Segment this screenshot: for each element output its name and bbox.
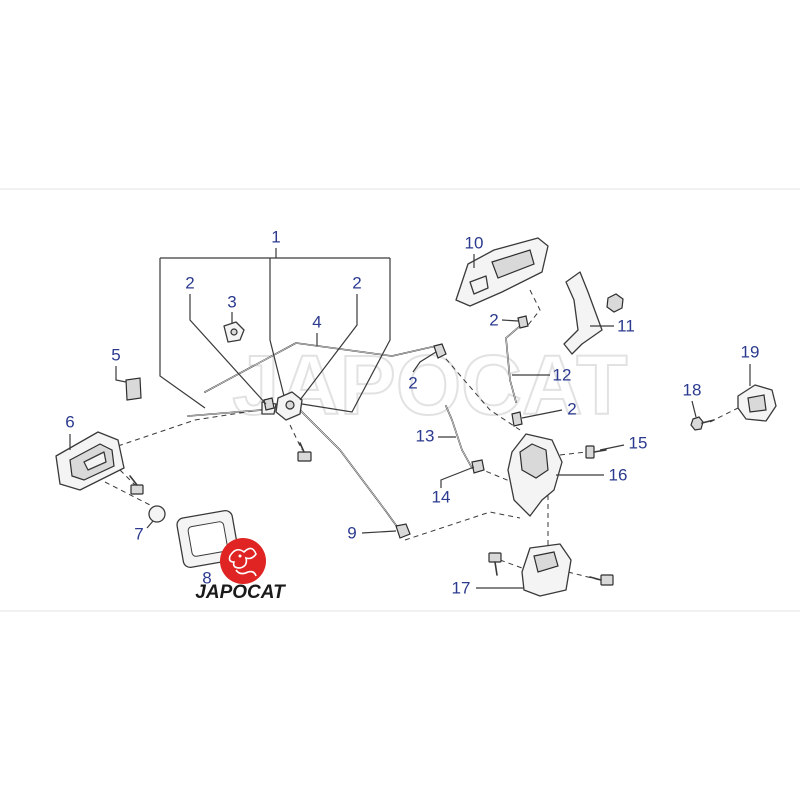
- dashed-line-lock-to-screw15: [559, 451, 587, 456]
- leader-2-right: [299, 294, 358, 401]
- pad-5: [125, 377, 142, 401]
- bezel-8-opening: [187, 521, 229, 557]
- rod-clip-right-upper: [433, 343, 447, 359]
- bracket-11: [563, 271, 603, 355]
- rod-clip-left: [263, 397, 275, 411]
- rod-13-highlight: [445, 405, 473, 469]
- dashed-line-clip-to-lock: [404, 511, 521, 541]
- leader-2-upper-clip: [412, 351, 437, 373]
- callout-15: 15: [629, 433, 648, 452]
- callout-19: 19: [741, 342, 760, 361]
- outer-handle-10-grip: [491, 249, 535, 279]
- bolt-18: [690, 416, 715, 431]
- leader-2-handle: [501, 319, 519, 322]
- clip-3-hole: [230, 328, 238, 336]
- callout-6: 6: [65, 412, 74, 431]
- actuator-17-detail: [533, 551, 559, 573]
- nut-11: [606, 293, 624, 313]
- dashed-line-screw-to-actuator: [499, 559, 523, 569]
- rod-clip-lock: [511, 411, 523, 427]
- striker-19-loop: [747, 394, 767, 413]
- bracket-1-mid: [269, 258, 285, 397]
- callout-16: 16: [609, 465, 628, 484]
- clip-9: [395, 523, 411, 539]
- callout-5: 5: [111, 345, 120, 364]
- callout-18: 18: [683, 380, 702, 399]
- leader-7: [146, 520, 154, 529]
- inner-handle-6-lever: [83, 451, 107, 471]
- callout-14: 14: [432, 487, 451, 506]
- callout-2-left: 2: [185, 273, 194, 292]
- callout-11: 11: [617, 316, 635, 335]
- cap-7: [148, 505, 166, 523]
- logo-text: JAPOCAT: [195, 582, 286, 603]
- screw-actuator-left: [488, 552, 502, 576]
- logo-cat-eye: [238, 554, 242, 558]
- screw-actuator-right: [589, 574, 614, 586]
- leader-14: [440, 466, 475, 488]
- screw-center: [297, 442, 312, 462]
- rod-4-highlight: [204, 342, 437, 393]
- leader-18: [691, 400, 697, 418]
- lever-pivot: [285, 400, 295, 410]
- leader-2-lock: [521, 409, 563, 419]
- leader-9: [361, 530, 397, 534]
- callout-2-upper-clip: 2: [408, 373, 417, 392]
- clip-14: [471, 459, 485, 474]
- rod-to-clip-9-highlight: [294, 404, 399, 529]
- outer-handle-10-lever: [469, 275, 489, 295]
- callout-2-lock: 2: [567, 399, 576, 418]
- dashed-line-handle-to-lock: [527, 289, 541, 326]
- dashed-line-rod-to-lock: [439, 351, 521, 431]
- callout-7: 7: [134, 524, 143, 543]
- callout-10: 10: [465, 233, 484, 252]
- bracket-1-right: [301, 258, 391, 413]
- door-lock-16-plate: [519, 443, 549, 479]
- screw-15: [585, 445, 607, 459]
- callout-1: 1: [271, 227, 280, 246]
- dashed-line-handle-screw: [119, 469, 136, 486]
- callout-2-handle: 2: [489, 310, 498, 329]
- logo-red-disc: [220, 538, 266, 584]
- screw-handle: [129, 475, 144, 495]
- logo-cat-tail: [235, 569, 257, 577]
- rod-12-highlight: [505, 325, 521, 403]
- logo-cat-figure: [228, 547, 257, 569]
- callout-8: 8: [202, 568, 211, 587]
- callout-12: 12: [553, 365, 572, 384]
- bracket-1-left: [159, 258, 206, 409]
- watermark-text: JAPOCAT: [232, 338, 627, 432]
- rod-clip-handle: [517, 315, 529, 329]
- leader-5: [115, 366, 127, 383]
- dashed-line-center-screw: [289, 424, 303, 451]
- dashed-line-handle-to-link: [117, 407, 273, 447]
- callout-4: 4: [312, 312, 321, 331]
- leader-15: [599, 444, 625, 451]
- leader-2-left: [189, 294, 267, 405]
- dashed-line-rod13-to-lock: [477, 467, 513, 483]
- japocat-logo: JAPOCAT: [195, 538, 286, 603]
- callout-13: 13: [416, 426, 435, 445]
- callout-17: 17: [452, 578, 471, 597]
- callout-2-right: 2: [352, 273, 361, 292]
- callout-9: 9: [347, 523, 356, 542]
- callout-3: 3: [227, 292, 236, 311]
